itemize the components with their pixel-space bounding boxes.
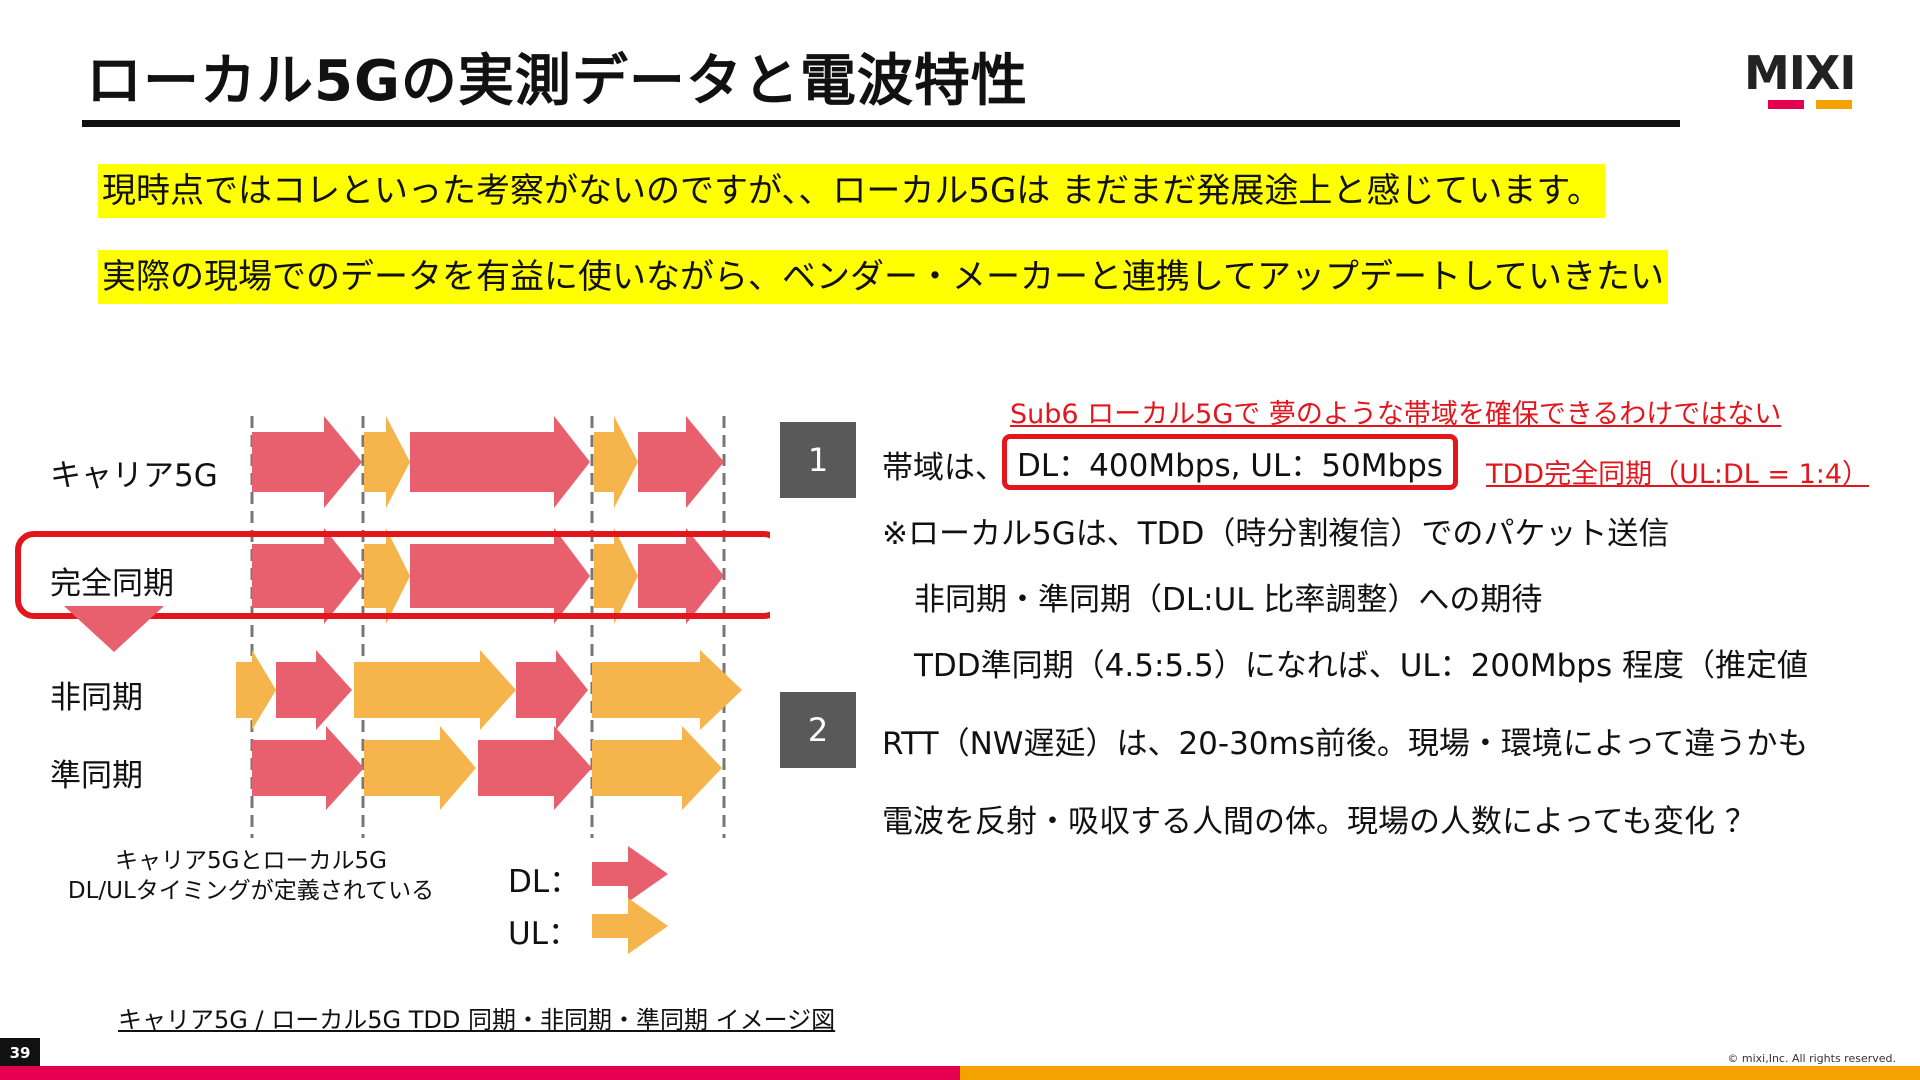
dl-slot-arrow [516,650,588,730]
tdd-sync-diagram: キャリア5G 完全同期 非同期 準同期 キャリア5Gとローカル5G DL/ULタ… [0,400,770,960]
ul-slot-arrow [236,650,276,730]
ul-slot-arrow [364,726,476,810]
point-line-rtt: RTT（NW遅延）は、20-30ms前後。現場・環境によって違うかも [882,726,1809,762]
point-line-async-expect: 非同期・準同期（DL:UL 比率調整）への期待 [914,582,1543,618]
ul-slot-arrow [594,416,638,508]
tdd-timeline-svg [15,416,770,954]
timing-note: キャリア5Gとローカル5G DL/ULタイミングが定義されている [56,846,446,906]
dl-slot-arrow [478,726,592,810]
point-number-1: 1 [780,422,856,498]
ul-slot-arrow [364,416,410,508]
full-sync-highlight-box [15,531,770,619]
legend-dl-label: DL： [508,864,581,900]
dl-slot-arrow [252,528,362,624]
row-label-async: 非同期 [50,680,143,716]
row-label-full-sync: 完全同期 [50,566,174,602]
timing-note-line-2: DL/ULタイミングが定義されている [67,878,435,904]
logo-orange-bar [1816,100,1852,109]
ul-slot-arrow [354,650,516,730]
point-line-tdd: ※ローカル5Gは、TDD（時分割複信）でのパケット送信 [882,516,1670,552]
down-pointer-triangle [64,606,164,652]
async-slots [236,650,742,730]
footer-orange-bar [960,1066,1920,1080]
timing-note-line-1: キャリア5Gとローカル5G [115,848,387,874]
point-line-semi-sync-estimate: TDD準同期（4.5:5.5）になれば、UL：200Mbps 程度（推定値 [914,648,1808,684]
footer-pink-bar [0,1066,960,1080]
dl-slot-arrow [638,416,724,508]
mixi-logo: MIXI [1744,50,1872,114]
ul-slot-arrow [364,528,410,624]
ul-slot-arrow [592,726,722,810]
logo-text: MIXI [1744,46,1856,100]
red-note-top: Sub6 ローカル5Gで 夢のような帯域を確保できるわけではない [1010,399,1782,430]
highlight-statement-1: 現時点ではコレといった考察がないのですが、、ローカル5Gは まだまだ発展途上と感… [98,164,1606,218]
ul-slot-arrow [592,650,742,730]
diagram-caption: キャリア5G / ローカル5G TDD 同期・非同期・準同期 イメージ図 [118,1006,836,1034]
row-label-semi-sync: 準同期 [50,758,143,794]
highlight-statement-2: 実際の現場でのデータを有益に使いながら、ベンダー・メーカーと連携してアップデート… [98,250,1668,304]
dl-slot-arrow [252,416,362,508]
dl-slot-arrow [410,528,590,624]
page-number: 39 [0,1038,40,1068]
dl-slot-arrow [410,416,590,508]
bandwidth-label: 帯域は、 [882,450,1006,486]
legend-dl-arrow [592,846,668,902]
point-line-human-body: 電波を反射・吸収する人間の体。現場の人数によっても変化 ？ [882,804,1756,840]
dl-slot-arrow [252,726,364,810]
row-label-carrier-5g: キャリア5G [50,458,218,494]
legend-ul-arrow [592,898,668,954]
bandwidth-value-box: DL：400Mbps, UL：50Mbps [1002,434,1458,490]
ul-slot-arrow [594,528,638,624]
dl-slot-arrow [638,528,724,624]
copyright-text: © mixi,Inc. All rights reserved. [1727,1052,1896,1065]
dl-slot-arrow [276,650,352,730]
full-sync-slots [252,528,724,624]
red-note-side: TDD完全同期（UL:DL = 1:4） [1486,459,1870,490]
slide-title: ローカル5Gの実測データと電波特性 [86,49,1028,114]
legend-ul-label: UL： [508,916,579,952]
title-rule [82,120,1680,127]
point-number-2: 2 [780,692,856,768]
semi-sync-slots [252,726,722,810]
logo-pink-bar [1768,100,1804,109]
carrier-5g-slots [252,416,724,508]
